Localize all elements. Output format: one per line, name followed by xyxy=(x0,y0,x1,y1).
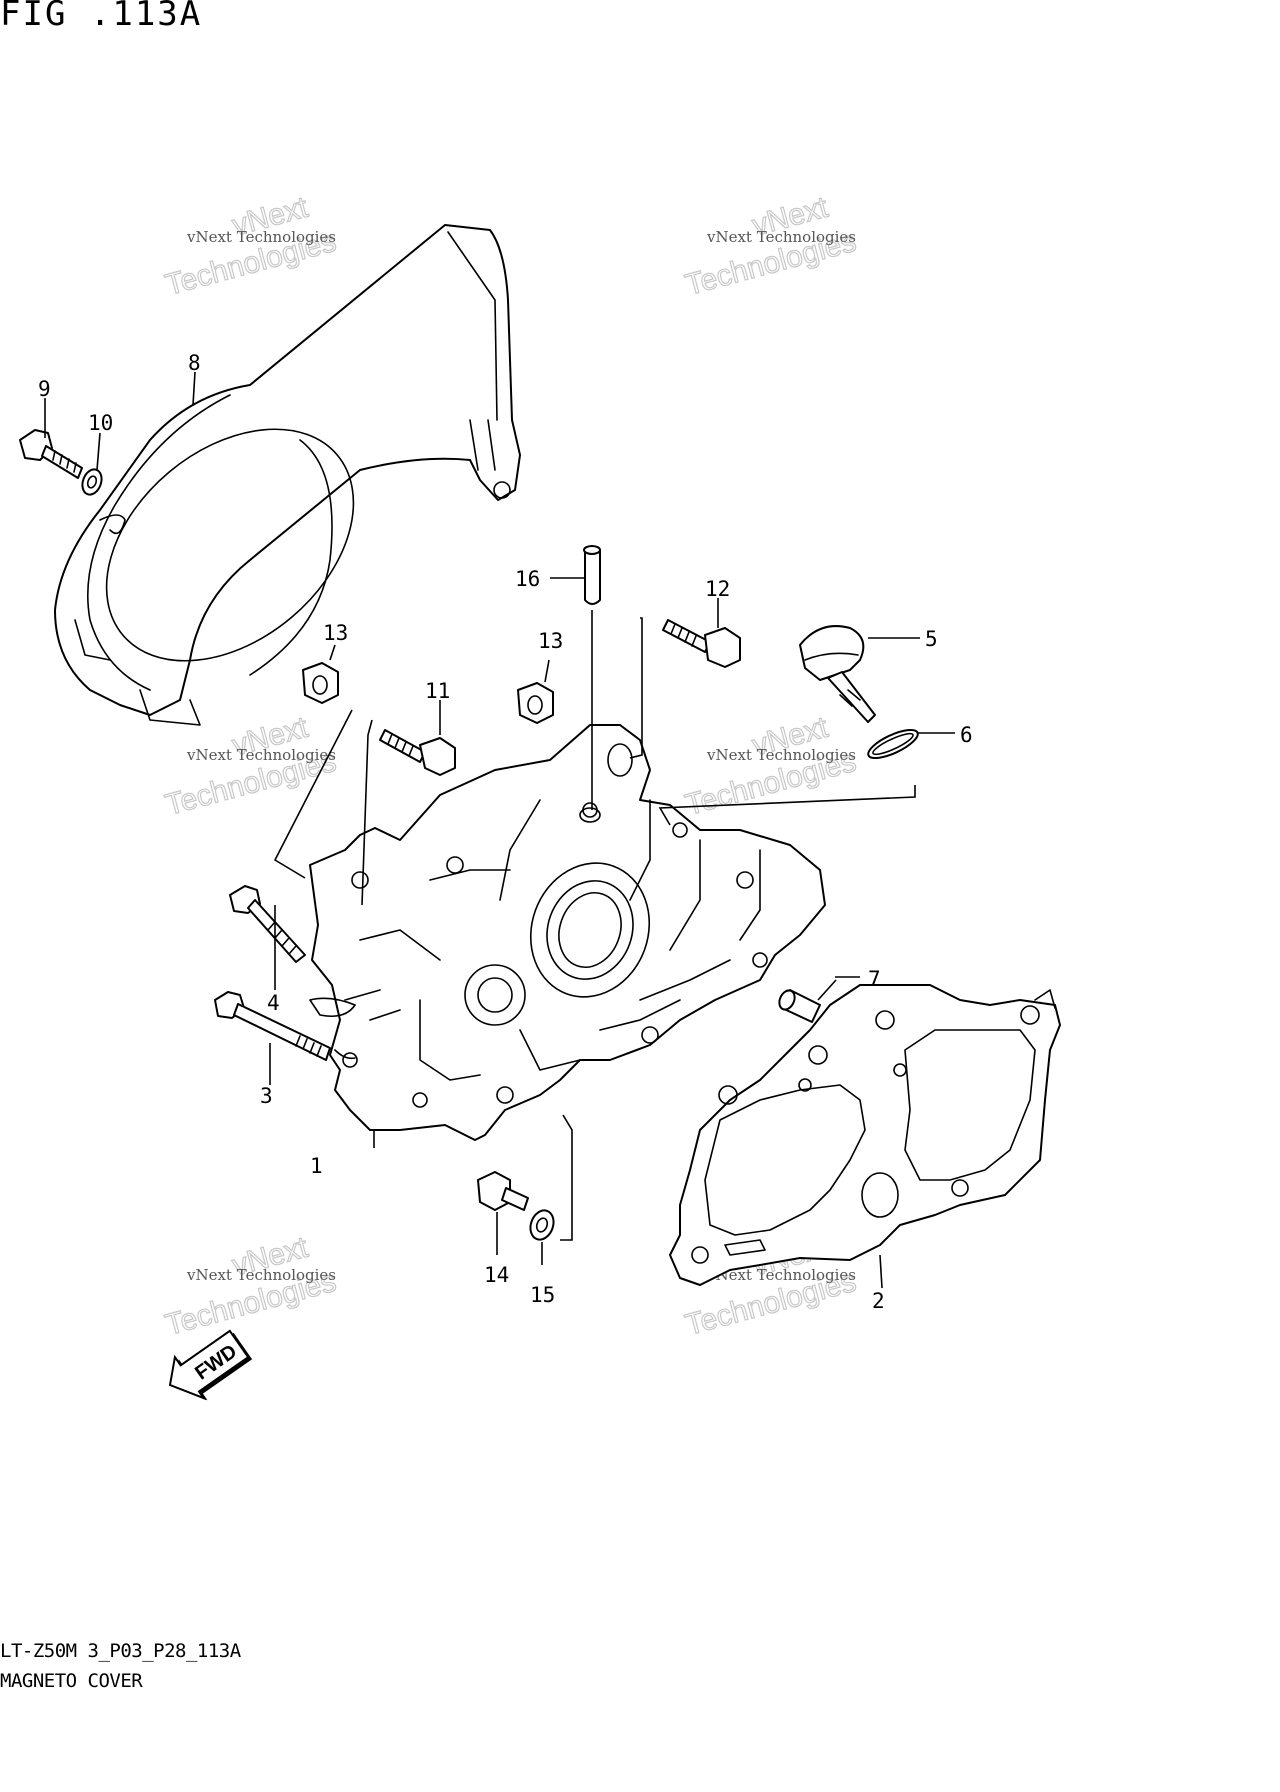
part-7-dowel-pin xyxy=(778,989,821,1023)
watermark-caption: vNext Technologies xyxy=(186,746,336,764)
callout-12: 12 xyxy=(705,577,730,601)
callout-1: 1 xyxy=(310,1154,323,1178)
part-11-bolt xyxy=(379,729,456,776)
part-5-oil-cap xyxy=(799,625,876,723)
part-2-gasket xyxy=(669,984,1061,1286)
callout-15: 15 xyxy=(530,1283,555,1307)
fwd-direction-arrow: FWD xyxy=(168,1329,253,1401)
callout-11: 11 xyxy=(425,679,450,703)
leader-lines xyxy=(44,371,955,1289)
part-16-pin xyxy=(583,545,601,605)
watermark-caption: vNext Technologies xyxy=(706,228,856,246)
part-9-bolt xyxy=(19,429,83,479)
part-1-magneto-case xyxy=(309,724,826,1141)
callout-14: 14 xyxy=(484,1263,509,1287)
callout-5: 5 xyxy=(925,627,938,651)
watermark-caption: vNext Technologies xyxy=(186,1266,336,1284)
watermark: vNext Technologies xyxy=(161,1230,340,1342)
part-13-nut-left xyxy=(302,662,339,704)
watermark: vNext Technologies xyxy=(681,710,860,822)
callout-13-left: 13 xyxy=(323,621,348,645)
part-10-washer xyxy=(81,468,103,496)
part-8-magneto-cover xyxy=(54,224,521,726)
callout-9: 9 xyxy=(38,377,51,401)
callout-2: 2 xyxy=(872,1289,885,1313)
callout-6: 6 xyxy=(960,723,973,747)
figure-title: FIG .113A xyxy=(0,0,203,34)
part-14-bolt xyxy=(477,1171,529,1211)
callout-13-right: 13 xyxy=(538,629,563,653)
callout-4: 4 xyxy=(267,991,280,1015)
part-15-washer xyxy=(529,1209,555,1241)
section-name: MAGNETO COVER xyxy=(0,1670,143,1692)
part-6-o-ring xyxy=(867,728,919,760)
drawing-code: LT-Z50M 3_P03_P28_113A xyxy=(0,1640,241,1662)
callout-3: 3 xyxy=(260,1084,273,1108)
callout-10: 10 xyxy=(88,411,113,435)
part-4-bolt xyxy=(229,885,306,963)
callout-16: 16 xyxy=(515,567,540,591)
part-3-bolt xyxy=(214,991,331,1061)
watermark-caption: vNext Technologies xyxy=(706,746,856,764)
callout-labels: 1 2 3 4 5 6 7 8 9 10 11 12 13 13 14 15 1… xyxy=(38,351,973,1313)
part-13-nut-right xyxy=(517,682,554,724)
watermark-caption: vNext Technologies xyxy=(186,228,336,246)
watermark-caption: vNext Technologies xyxy=(706,1266,856,1284)
callout-8: 8 xyxy=(188,351,201,375)
part-12-bolt xyxy=(662,619,741,668)
callout-7: 7 xyxy=(868,967,881,991)
